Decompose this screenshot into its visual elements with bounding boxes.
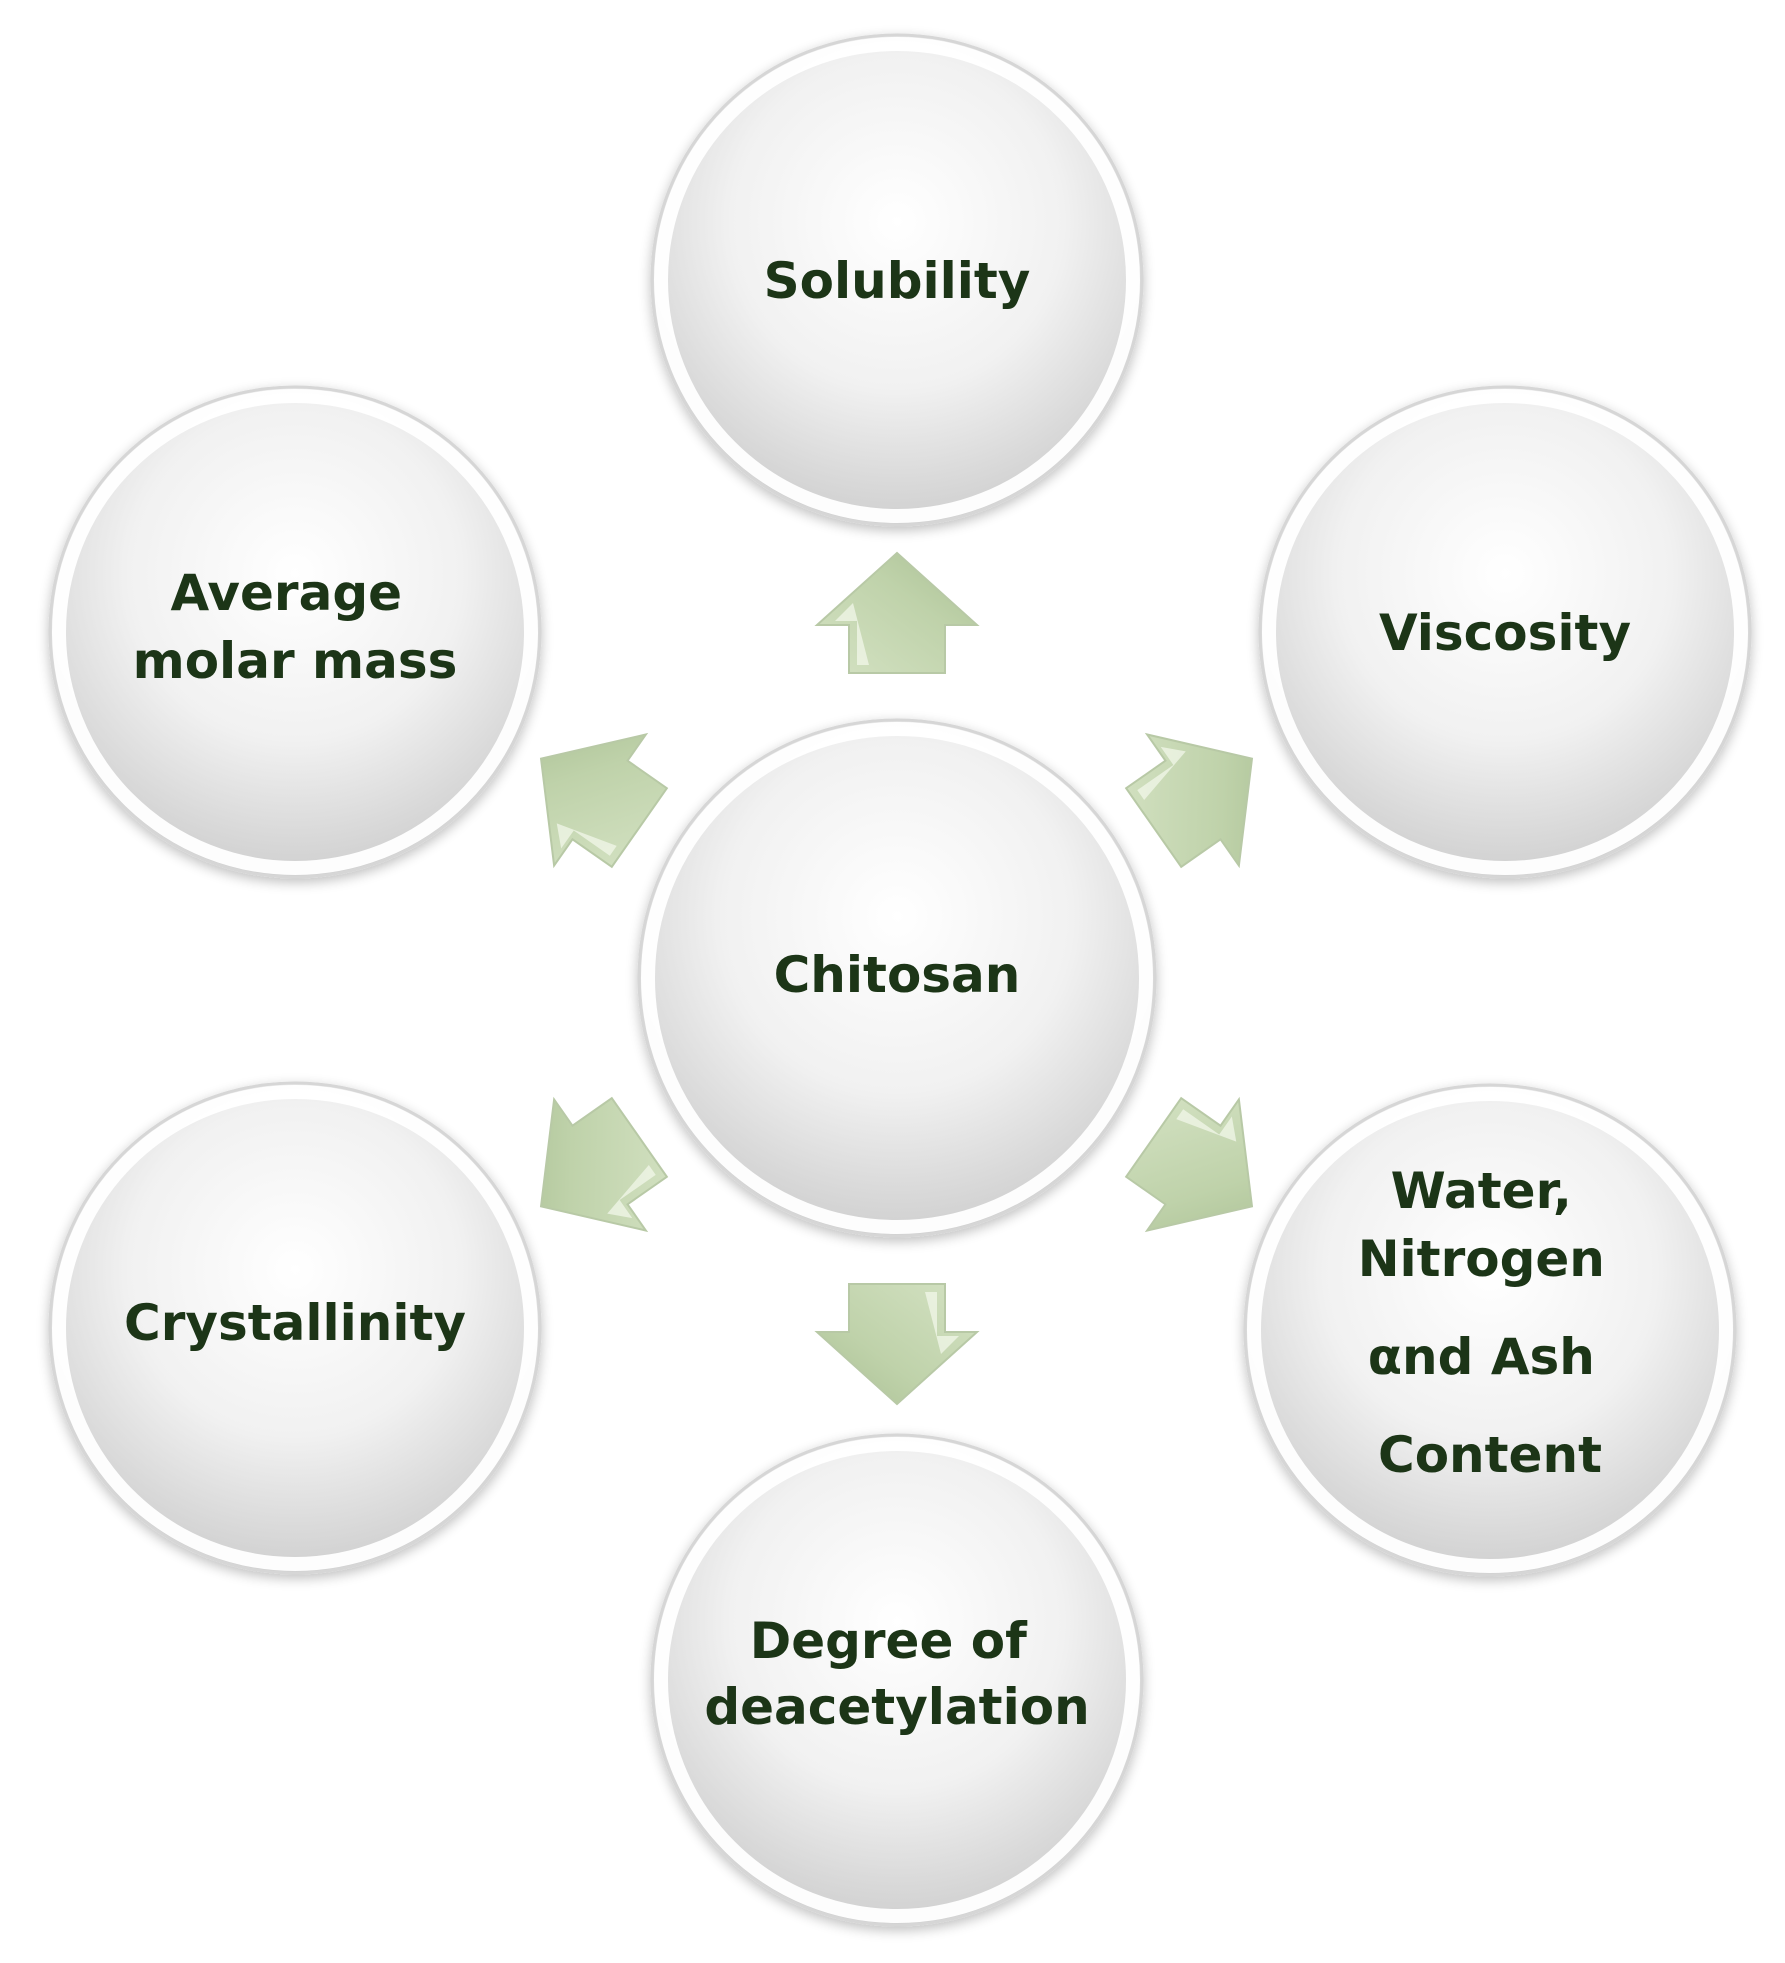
center-label: Chitosan xyxy=(774,946,1021,1004)
node-crystallinity-label: Crystallinity xyxy=(124,1294,466,1352)
node-degree-line-2: deacetylation xyxy=(704,1678,1089,1736)
svg-text:Average molar mass: Average molar mass xyxy=(133,564,458,690)
node-average-line-2: molar mass xyxy=(133,632,458,690)
arrow-to-average-molar-mass xyxy=(539,732,669,869)
svg-text:Crystallinity: Crystallinity xyxy=(124,1294,466,1352)
node-water-line-2: Nitrogen xyxy=(1358,1230,1605,1288)
svg-text:Water, Nitrogen αn: Water, Nitrogen αnd Ash Content xyxy=(1358,1162,1623,1484)
node-water-line-4: Content xyxy=(1378,1426,1602,1484)
node-water-line-3: αnd Ash xyxy=(1368,1328,1595,1386)
node-solubility-label: Solubility xyxy=(764,252,1031,310)
node-crystallinity: Crystallinity xyxy=(48,1081,542,1575)
arrow-to-viscosity xyxy=(1124,732,1254,869)
node-viscosity-label: Viscosity xyxy=(1379,604,1631,662)
svg-text:Chitosan: Chitosan xyxy=(774,946,1021,1004)
arrow-to-water-nitrogen-ash xyxy=(1124,1096,1254,1233)
node-viscosity: Viscosity xyxy=(1258,385,1752,879)
node-average-molar-mass: Average molar mass xyxy=(48,385,542,879)
node-average-line-1: Average xyxy=(171,564,403,622)
node-degree-of-deacetylation: Degree of deacetylation xyxy=(650,1433,1144,1927)
svg-text:Viscosity: Viscosity xyxy=(1379,604,1631,662)
svg-text:Degree of deacetylation: Degree of deacetylation xyxy=(704,1612,1089,1736)
node-water-nitrogen-ash: Water, Nitrogen αnd Ash Content xyxy=(1243,1083,1737,1577)
arrow-to-crystallinity xyxy=(539,1096,669,1233)
node-center-chitosan: Chitosan xyxy=(637,718,1157,1238)
node-water-line-1: Water, xyxy=(1391,1162,1572,1220)
svg-text:Solubility: Solubility xyxy=(764,252,1031,310)
arrow-to-solubility xyxy=(814,551,980,674)
node-degree-line-1: Degree of xyxy=(750,1612,1028,1670)
arrow-to-degree-of-deacetylation xyxy=(814,1283,980,1406)
node-solubility: Solubility xyxy=(650,33,1144,527)
